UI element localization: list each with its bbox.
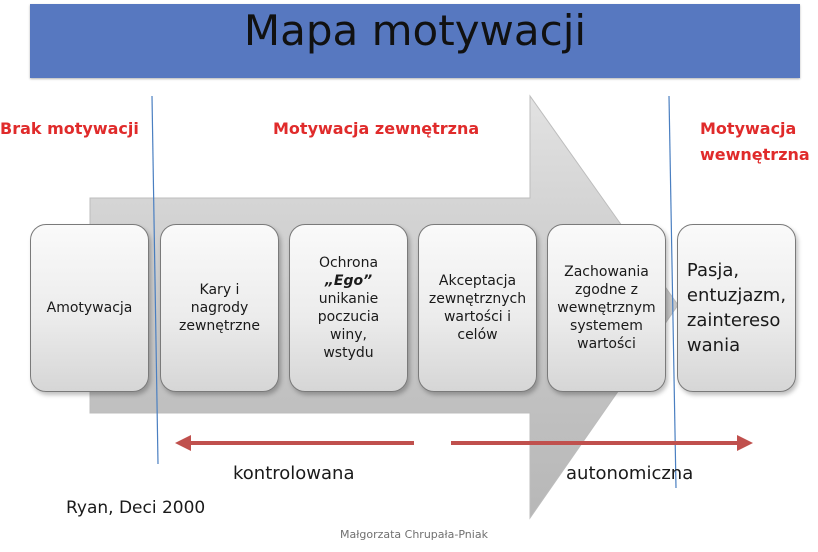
box-akceptacja-text: Akceptacja zewnętrznych wartości i celów xyxy=(428,273,527,343)
box-pasja-text: Pasja, entuzjazm, zaintereso wania xyxy=(686,260,787,356)
citation: Ryan, Deci 2000 xyxy=(66,498,206,518)
box-pasja: Pasja, entuzjazm, zaintereso wania xyxy=(677,224,796,392)
box-akceptacja: Akceptacja zewnętrznych wartości i celów xyxy=(418,224,537,392)
box-zachowania: Zachowania zgodne z wewnętrznym systemem… xyxy=(547,224,666,392)
box-amotywacja-text: Amotywacja xyxy=(46,300,133,316)
box-ochrona-ego-text: Ochrona „Ego” unikanie poczucia winy, ws… xyxy=(317,255,380,361)
box-ochrona-ego: Ochrona „Ego” unikanie poczucia winy, ws… xyxy=(289,224,408,392)
divider-line-right xyxy=(668,95,677,489)
scale-label-autonomous: autonomiczna xyxy=(566,463,694,484)
author-credit: Małgorzata Chrupała-Pniak xyxy=(340,528,488,541)
box-amotywacja: Amotywacja xyxy=(30,224,149,392)
box-kary-nagrody: Kary i nagrody zewnętrzne xyxy=(160,224,279,392)
scale-label-controlled: kontrolowana xyxy=(233,463,355,484)
label-motywacja-wewnetrzna-2: wewnętrzna xyxy=(700,145,810,164)
label-motywacja-zewnetrzna: Motywacja zewnętrzna xyxy=(273,119,480,138)
title-banner: Mapa motywacji xyxy=(30,4,800,78)
label-brak-motywacji: Brak motywacji xyxy=(0,119,139,138)
box-zachowania-text: Zachowania zgodne z wewnętrznym systemem… xyxy=(557,264,656,352)
label-motywacja-wewnetrzna-1: Motywacja xyxy=(700,119,797,138)
page-title: Mapa motywacji xyxy=(243,6,587,55)
box-kary-nagrody-text: Kary i nagrody zewnętrzne xyxy=(179,282,260,334)
divider-line-left xyxy=(151,95,159,465)
